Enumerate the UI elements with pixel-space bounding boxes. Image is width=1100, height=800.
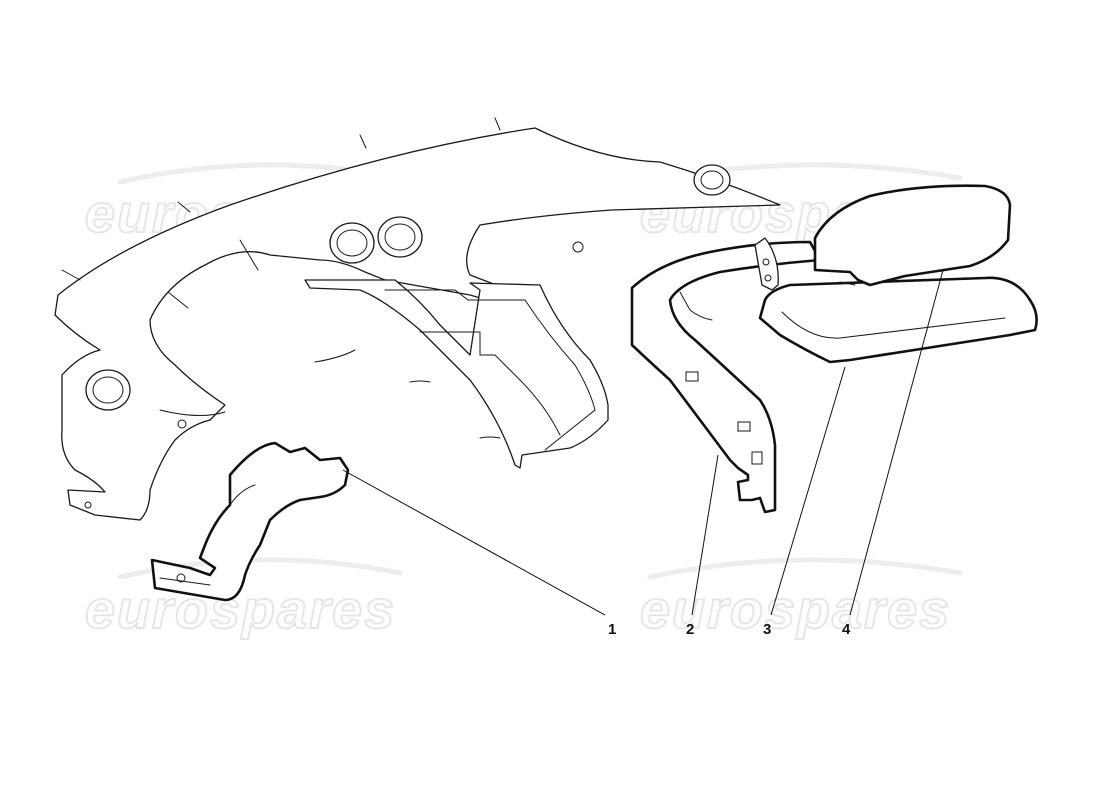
part-1-left-lower-panel bbox=[150, 441, 350, 602]
callout-1: 1 bbox=[608, 621, 616, 638]
callout-4: 4 bbox=[842, 621, 851, 638]
dashboard-assembly bbox=[54, 117, 781, 521]
leader-lines bbox=[342, 269, 944, 616]
callout-2: 2 bbox=[686, 621, 694, 638]
callout-3: 3 bbox=[763, 621, 771, 638]
leader-line-3 bbox=[770, 366, 846, 616]
leader-line-2 bbox=[691, 454, 719, 616]
part-3-console-tray bbox=[754, 237, 1038, 364]
watermark-text-bottom-right: eurospares bbox=[640, 580, 951, 640]
part-2-right-cover-frame bbox=[630, 240, 822, 514]
callout-labels: 1 2 3 4 bbox=[608, 621, 851, 638]
leader-line-1 bbox=[342, 469, 606, 616]
part-4-armrest-cushion bbox=[813, 184, 1012, 287]
leader-line-4 bbox=[849, 269, 944, 616]
